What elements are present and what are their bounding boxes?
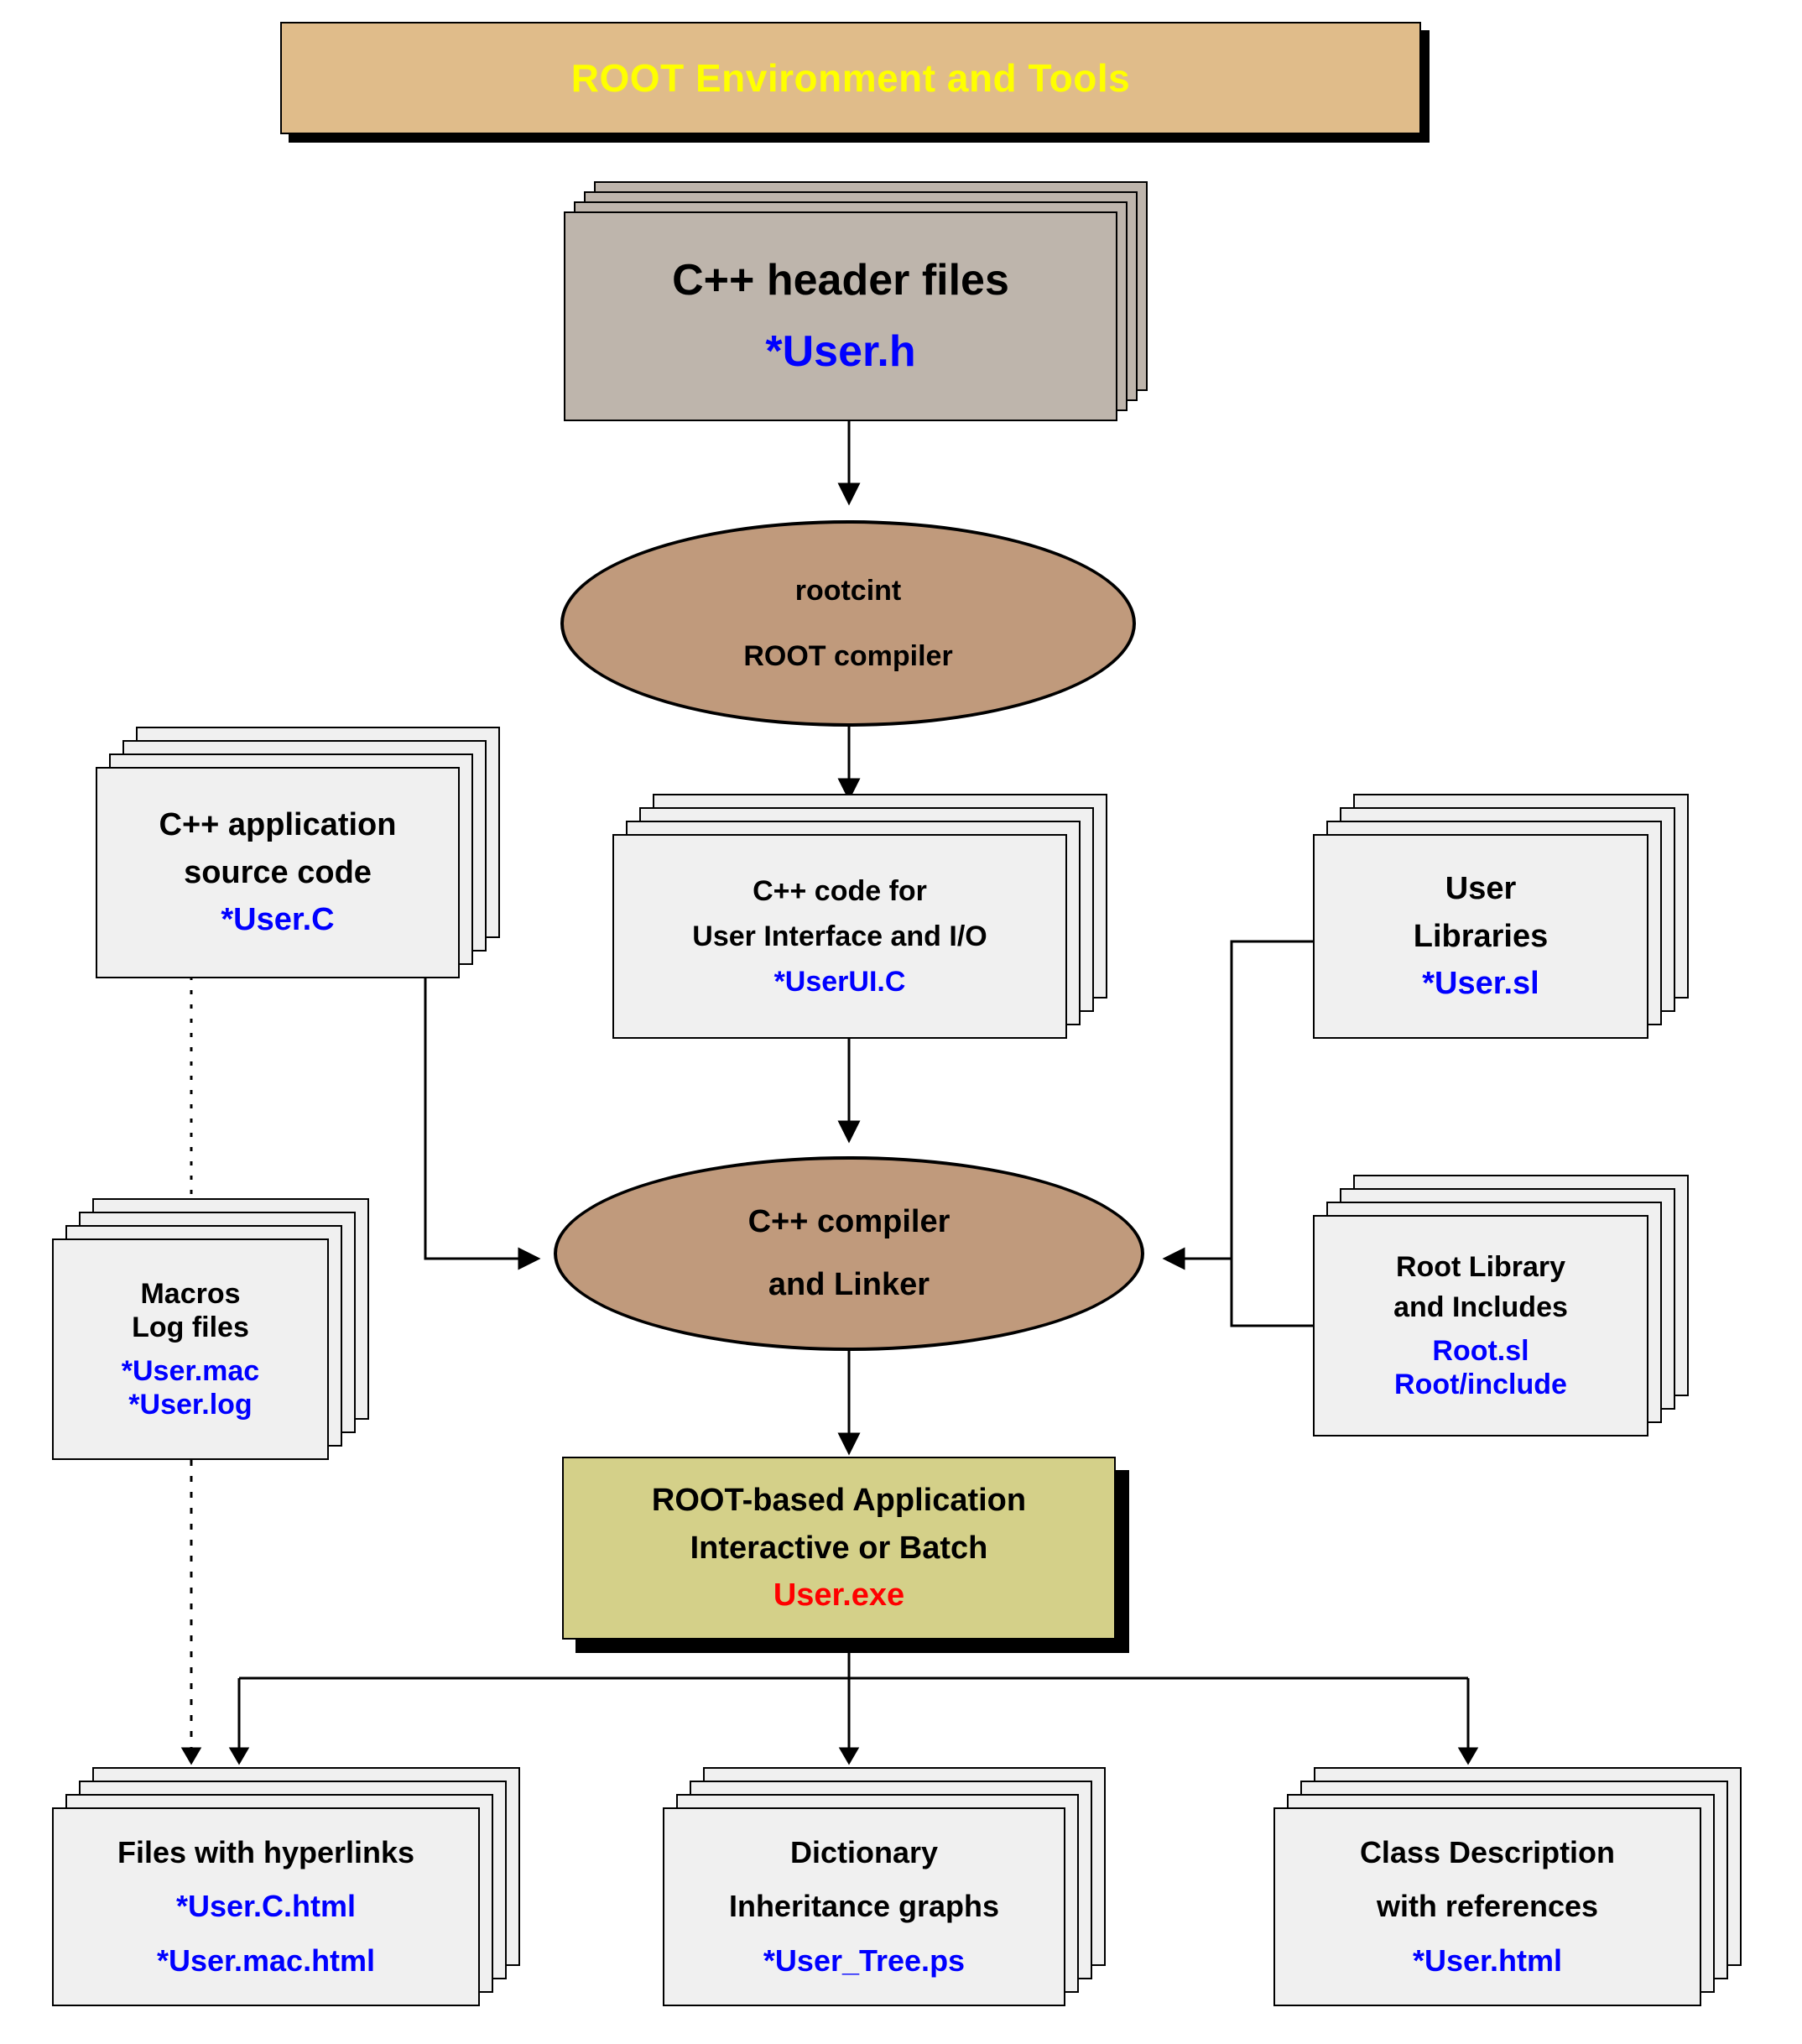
node-title-line2: and Includes: [1393, 1291, 1568, 1323]
wire-rootlib-to-compiler: [1230, 1259, 1313, 1327]
node-title-line1: Macros: [140, 1277, 241, 1310]
node-front: Root Library and Includes Root.sl Root/i…: [1313, 1215, 1648, 1437]
node-title-line1: Files with hyperlinks: [117, 1834, 415, 1869]
node-title-line1: Class Description: [1359, 1834, 1616, 1869]
node-filename-1: *User.C.html: [175, 1889, 357, 1924]
wire-appsource-to-compiler: [424, 976, 541, 1270]
node-title-line1: rootcint: [794, 574, 902, 607]
node-user-libraries[interactable]: User Libraries *User.sl: [1313, 794, 1690, 1039]
node-title-line1: Dictionary: [789, 1834, 939, 1869]
node-app-source[interactable]: C++ application source code *User.C: [96, 727, 515, 978]
node-class-description[interactable]: Class Description with references *User.…: [1273, 1767, 1743, 2006]
node-filename-1: Root.sl: [1432, 1335, 1529, 1367]
node-hyperlink-files[interactable]: Files with hyperlinks *User.C.html *User…: [52, 1767, 522, 2006]
node-filename-2: *User.mac.html: [156, 1942, 376, 1978]
node-cpp-compiler[interactable]: C++ compiler and Linker: [554, 1156, 1144, 1351]
node-filename: *UserUI.C: [773, 966, 906, 999]
node-rootcint[interactable]: rootcint ROOT compiler: [560, 520, 1136, 727]
node-macros-logs[interactable]: Macros Log files *User.mac *User.log: [52, 1198, 371, 1460]
node-filename: *User.html: [1412, 1942, 1563, 1978]
node-front: C++ application source code *User.C: [96, 767, 460, 978]
node-front: Class Description with references *User.…: [1273, 1807, 1701, 2006]
node-title-line2: source code: [184, 854, 372, 890]
node-front: C++ code for User Interface and I/O *Use…: [612, 834, 1067, 1039]
node-title-line2: with references: [1376, 1889, 1599, 1924]
node-title-line1: C++ header files: [672, 255, 1009, 305]
node-title-line2: and Linker: [768, 1267, 930, 1302]
node-title-line2: Inheritance graphs: [728, 1889, 1000, 1924]
node-ui-code[interactable]: C++ code for User Interface and I/O *Use…: [612, 794, 1107, 1039]
wire-userlib-to-compiler: [1162, 940, 1313, 1270]
node-filename: *User.h: [765, 327, 916, 376]
node-title-line2: User Interface and I/O: [692, 920, 987, 952]
node-title-line2: ROOT compiler: [743, 640, 953, 672]
node-root-app[interactable]: ROOT-based Application Interactive or Ba…: [562, 1457, 1116, 1640]
node-exe-name: User.exe: [773, 1577, 905, 1614]
node-filename-1: *User.mac: [121, 1355, 260, 1387]
node-title-line2: Log files: [132, 1311, 249, 1343]
node-title-line1: Root Library: [1395, 1250, 1566, 1283]
node-filename: *User.C: [221, 902, 335, 938]
node-title-line2: Libraries: [1413, 918, 1549, 954]
node-dictionary[interactable]: Dictionary Inheritance graphs *User_Tree…: [663, 1767, 1107, 2006]
node-front: Macros Log files *User.mac *User.log: [52, 1238, 329, 1460]
node-front: C++ header files *User.h: [564, 211, 1117, 421]
node-header-files[interactable]: C++ header files *User.h: [564, 181, 1151, 425]
node-title-line1: C++ code for: [753, 874, 927, 907]
node-title-line1: ROOT-based Application: [651, 1482, 1027, 1518]
node-title-line1: C++ compiler: [747, 1204, 950, 1240]
node-filename-2: Root/include: [1394, 1369, 1567, 1401]
node-title-line1: User: [1445, 870, 1517, 906]
node-front: User Libraries *User.sl: [1313, 834, 1648, 1039]
node-title-line1: C++ application: [159, 806, 397, 842]
title-banner: ROOT Environment and Tools: [280, 22, 1421, 134]
page-title: ROOT Environment and Tools: [570, 56, 1131, 100]
node-title-line2: Interactive or Batch: [690, 1530, 988, 1566]
node-filename: *User.sl: [1422, 966, 1539, 1002]
node-filename: *User_Tree.ps: [763, 1942, 966, 1978]
node-front: Dictionary Inheritance graphs *User_Tree…: [663, 1807, 1065, 2006]
node-front: Files with hyperlinks *User.C.html *User…: [52, 1807, 480, 2006]
node-filename-2: *User.log: [128, 1389, 253, 1421]
node-root-library[interactable]: Root Library and Includes Root.sl Root/i…: [1313, 1175, 1690, 1437]
